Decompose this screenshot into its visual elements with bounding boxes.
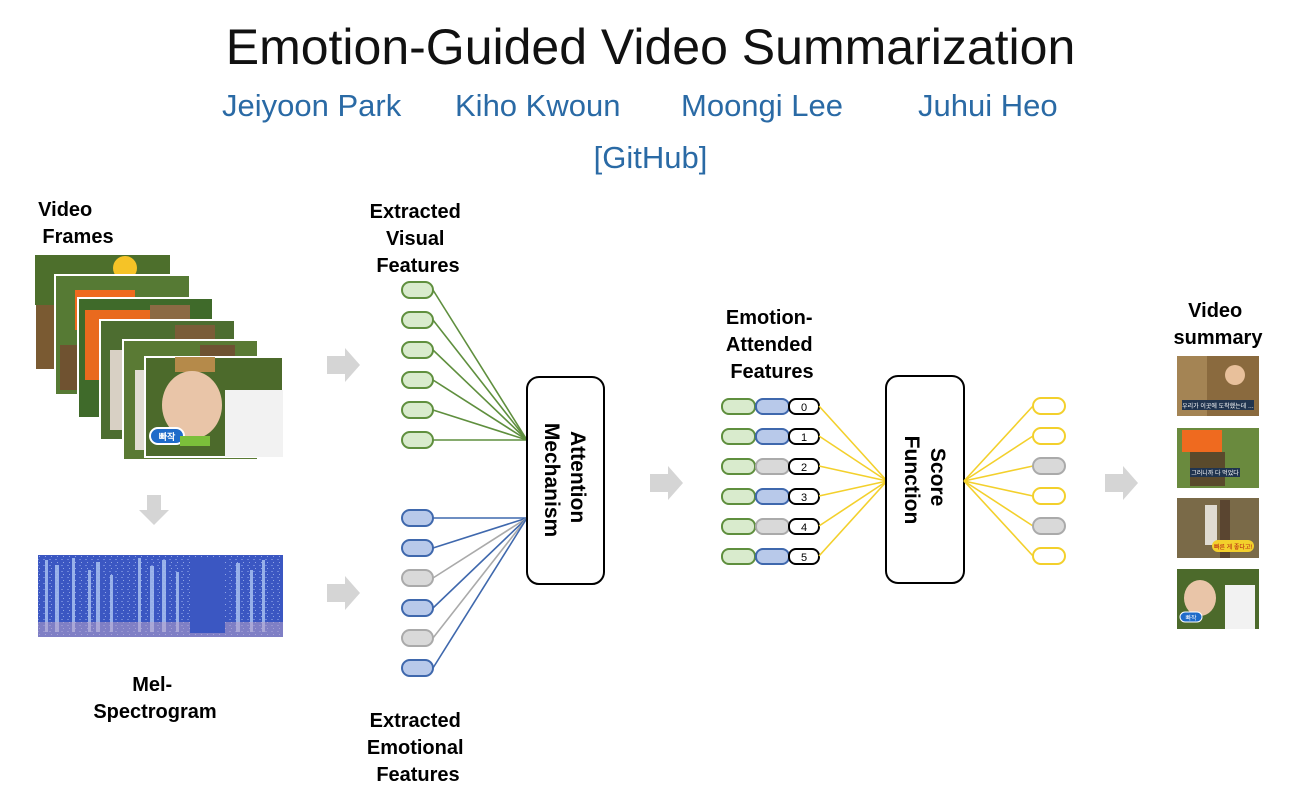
- emotional-feature-node: [401, 509, 434, 527]
- frame-index: 3: [801, 492, 807, 504]
- github-link[interactable]: [GitHub]: [593, 140, 708, 175]
- emotional-features-label: Extracted Emotional Features: [367, 710, 469, 786]
- video-frames-stack: 빠작: [34, 254, 284, 461]
- visual-feature-node: [401, 341, 434, 359]
- summary-subtitle: 빠작: [1185, 614, 1197, 622]
- frame-index: 1: [801, 432, 807, 444]
- score-output-node: [1032, 397, 1066, 415]
- attention-mechanism-box: Attention Mechanism: [526, 376, 605, 585]
- score-output-node: [1032, 517, 1066, 535]
- author-link-2[interactable]: Kiho Kwoun: [455, 88, 621, 123]
- visual-feature-node: [401, 281, 434, 299]
- emotional-feature-node: [401, 599, 434, 617]
- down-arrow-icon: [139, 495, 169, 525]
- mel-spectrogram-label: Mel- Spectrogram: [93, 674, 216, 723]
- attention-mechanism-label: Attention Mechanism: [540, 423, 589, 537]
- visual-feature-node: [401, 371, 434, 389]
- summary-thumbnail: 빠작: [1177, 569, 1259, 629]
- arrow-right-icon: [327, 348, 360, 382]
- attended-features: 0 1 2 3 4 5: [721, 398, 820, 565]
- arrow-right-icon: [650, 466, 683, 500]
- visual-feature-node: [401, 311, 434, 329]
- visual-features-label: Extracted Visual Features: [370, 201, 467, 277]
- frame-index: 5: [801, 552, 807, 564]
- score-output-node: [1032, 427, 1066, 445]
- visual-connectors: [432, 289, 528, 441]
- page-title: Emotion-Guided Video Summarization: [225, 19, 1076, 75]
- author-link-4[interactable]: Juhui Heo: [918, 88, 1058, 123]
- summary-thumbnail: 우리가 이곳에 도착했는데 …: [1177, 356, 1259, 416]
- video-frame: 빠작: [144, 356, 284, 458]
- frame-index: 0: [801, 402, 807, 414]
- score-output-node: [1032, 457, 1066, 475]
- score-output-node: [1032, 487, 1066, 505]
- frame-subtitle: 빠작: [159, 431, 176, 442]
- summary-thumbnail: 빠른 게 좋다고!: [1177, 498, 1259, 558]
- github-row: [GitHub]: [0, 140, 1301, 176]
- score-function-box: Score Function: [885, 375, 965, 584]
- visual-feature-node: [401, 431, 434, 449]
- arrow-right-icon: [327, 576, 360, 610]
- arrow-right-icon: [1105, 466, 1138, 500]
- summary-thumbnail: 그러니까 다 먹었다: [1177, 428, 1259, 488]
- frame-index: 2: [801, 462, 807, 474]
- visual-feature-node: [401, 401, 434, 419]
- emotional-feature-node: [401, 629, 434, 647]
- summary-subtitle: 빠른 게 좋다고!: [1214, 543, 1252, 551]
- author-link-1[interactable]: Jeiyoon Park: [222, 88, 402, 123]
- frame-index: 4: [801, 522, 807, 534]
- summary-subtitle: 우리가 이곳에 도착했는데 …: [1182, 402, 1254, 410]
- attended-features-label: Emotion- Attended Features: [726, 307, 818, 383]
- score-output-connectors: [963, 405, 1034, 557]
- emotional-connectors: [432, 517, 528, 669]
- score-output-node: [1032, 547, 1066, 565]
- mel-spectrogram: [38, 555, 283, 637]
- video-frames-label: Video Frames: [38, 199, 113, 248]
- emotional-feature-node: [401, 659, 434, 677]
- emotional-feature-node: [401, 539, 434, 557]
- emotional-feature-node: [401, 569, 434, 587]
- score-input-connectors: [818, 405, 888, 557]
- score-function-label: Score Function: [900, 436, 949, 525]
- author-link-3[interactable]: Moongi Lee: [681, 88, 844, 123]
- summary-subtitle: 그러니까 다 먹었다: [1191, 469, 1239, 477]
- video-summary-label: Video summary: [1174, 300, 1264, 349]
